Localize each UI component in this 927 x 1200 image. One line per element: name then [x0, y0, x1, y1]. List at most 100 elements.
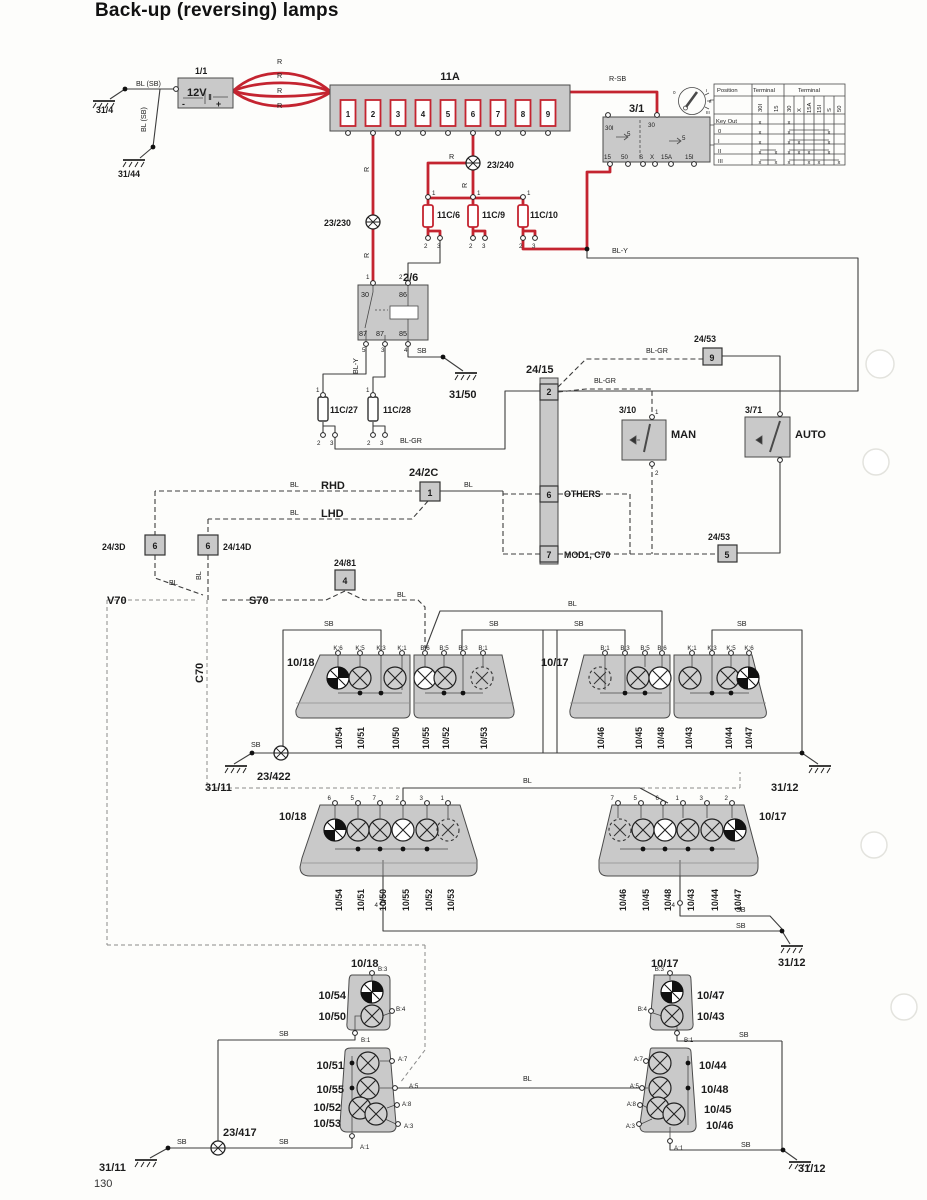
pin-b4-d: B:4 [638, 1006, 648, 1013]
fuse-11c6-pin3: 3 [437, 243, 441, 250]
pin-2-d: 2 [725, 795, 729, 802]
pin-4-d: 4 [672, 902, 676, 909]
fuse-11c10-pin1: 1 [527, 190, 531, 197]
wire-label-bl-5: BL [194, 571, 203, 580]
fuse-11c9-label: 11C/9 [482, 210, 505, 220]
lamp-10-53-a: 10/53 [479, 727, 489, 749]
fuse-6-num: 6 [471, 110, 476, 119]
wire-label-r-4: R [277, 101, 282, 110]
wire-label-sb-9: SB [279, 1029, 289, 1038]
fuse-11c27-element [317, 396, 329, 422]
fuse-11c27-pin1: 1 [316, 387, 320, 394]
conn-24-15-pin-2: 2 [547, 387, 552, 397]
conn-23-230-label: 23/230 [324, 218, 351, 228]
pin-k1-b: K:1 [687, 645, 697, 652]
lamp-10-54-c: 10/54 [318, 990, 346, 1002]
conn-24-2c-box [419, 481, 441, 502]
wire-label-bl-4: BL [169, 578, 178, 587]
wire-label-r-8: R [362, 253, 371, 258]
lamp-10-45-c: 10/45 [704, 1104, 732, 1116]
table-col-15: 15 [774, 106, 780, 112]
ground-31-44-icon [122, 159, 146, 168]
term-50: 50 [621, 154, 628, 161]
key-pos-i: I [706, 88, 707, 93]
table-x-5: x [828, 130, 831, 136]
table-x-13: x [798, 150, 801, 156]
conn-23-240-label: 23/240 [487, 160, 514, 170]
wire-label-sb-11: SB [279, 1137, 289, 1146]
lamp-10-48-a: 10/48 [656, 727, 666, 749]
switch-3-10-id: 3/10 [619, 405, 636, 415]
table-x-4: x [788, 130, 791, 136]
wire-label-bl-gr-1: BL-GR [400, 436, 422, 445]
table-row-0: 0 [718, 129, 721, 135]
fuse-11c27-pin3: 3 [330, 440, 334, 447]
relay-pin-1: 1 [366, 274, 370, 281]
term-5-1: 5 [627, 131, 631, 138]
wire-label-bl-sb-2: BL (SB) [139, 107, 148, 132]
black-wires [109, 88, 859, 1161]
table-x-16: x [759, 160, 762, 166]
pin-b3-c: B:3 [378, 966, 388, 973]
fuse-5-num: 5 [446, 110, 451, 119]
cluster-10-18-b-id: 10/18 [279, 811, 307, 823]
pin-a5-c: A:5 [409, 1083, 419, 1090]
pin-k5-a: K:5 [355, 645, 365, 652]
relay-term-87b: 87 [376, 329, 384, 338]
fuse-11c28-pin1: 1 [366, 387, 370, 394]
lamp-10-45-a: 10/45 [634, 727, 644, 749]
ground-31-12-a-icon [808, 765, 832, 774]
page-title: Back-up (reversing) lamps [95, 0, 339, 21]
switch-3-10-box [621, 419, 667, 461]
table-col-x: X [797, 108, 803, 112]
wire-label-bl-9: BL [523, 1074, 532, 1083]
ground-31-12-c-label: 31/12 [798, 1163, 826, 1175]
v70-label: V70 [107, 595, 127, 607]
lamp-10-46-c: 10/46 [706, 1120, 734, 1132]
cluster-10-17-b-id: 10/17 [759, 811, 787, 823]
conn-24-53-5-box [717, 544, 738, 563]
fusebox-id: 11A [440, 71, 460, 83]
switch-3-10-pin-1: 1 [655, 409, 659, 416]
table-x-7: x [788, 140, 791, 146]
fuse-11c28-pin3: 3 [380, 440, 384, 447]
detail-lines [183, 83, 846, 1139]
connector-23-240-icon [465, 155, 481, 171]
conn-24-3d-box [144, 534, 166, 556]
c70-label: C70 [194, 663, 206, 683]
table-col-15a: 15A [807, 103, 813, 113]
pin-b5-b: B:5 [640, 645, 650, 652]
rhd-label: RHD [321, 480, 345, 492]
pin-b1-a: B:1 [478, 645, 488, 652]
lamp-10-51-c: 10/51 [316, 1060, 344, 1072]
table-col-50: 50 [837, 106, 843, 112]
pin-k6-b: K:6 [744, 645, 754, 652]
pin-b1-d: B:1 [684, 1037, 694, 1044]
table-h-terminal-1: Terminal [753, 88, 775, 94]
pin-a1-d: A:1 [674, 1145, 684, 1152]
switch-3-10-pin-2: 2 [655, 470, 659, 477]
conn-24-14d-box [197, 534, 219, 556]
ground-31-11-b-icon [134, 1159, 158, 1168]
pin-1-d: 1 [676, 795, 680, 802]
relay-id: 2/6 [403, 272, 418, 284]
s70-label: S70 [249, 595, 269, 607]
wire-label-bl-gr-2: BL-GR [646, 346, 668, 355]
cluster-10-18-a-id: 10/18 [287, 657, 315, 669]
fuse-11c28-pin2: 2 [367, 440, 371, 447]
table-row-ii: II [718, 149, 722, 155]
term-15: 15 [604, 154, 611, 161]
term-15a: 15A [661, 154, 673, 161]
pin-3-d: 3 [700, 795, 704, 802]
lamp-10-47-a: 10/47 [744, 727, 754, 749]
pin-a7-c: A:7 [398, 1056, 408, 1063]
wire-label-bl-8: BL [523, 776, 532, 785]
key-pos-0: 0 [673, 90, 676, 95]
key-pos-iii: III [706, 110, 710, 115]
ground-31-44-label: 31/44 [118, 169, 140, 179]
pin-k6-a: K:6 [333, 645, 343, 652]
fuse-11c6-pin1: 1 [432, 190, 436, 197]
fuse-11c27-pin2: 2 [317, 440, 321, 447]
conn-24-15-label: 24/15 [526, 364, 554, 376]
term-30: 30 [648, 122, 655, 129]
